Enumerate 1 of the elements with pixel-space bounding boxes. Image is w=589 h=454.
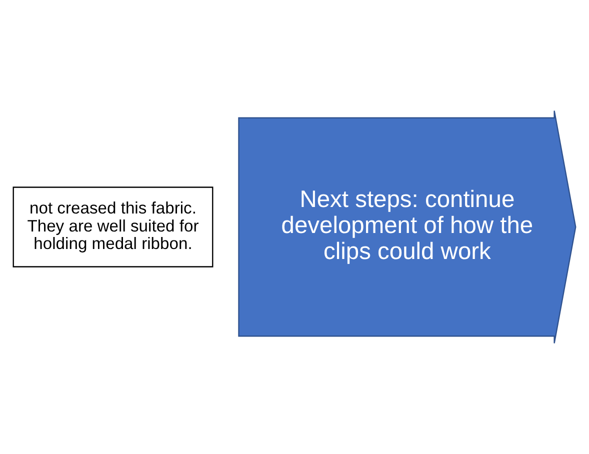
node-box: not creased this fabric. They are well suited for holding medal ribbon. [12, 186, 214, 268]
